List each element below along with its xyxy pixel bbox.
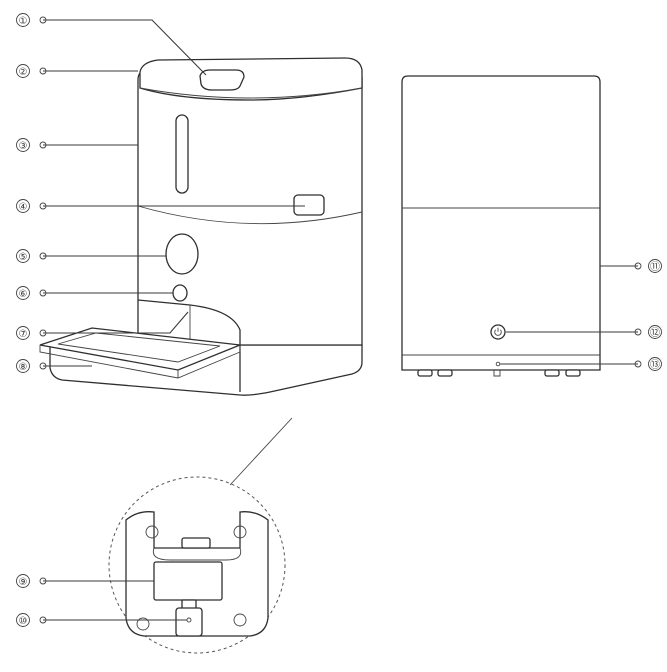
side-latch xyxy=(293,194,325,216)
callout-3: ③ xyxy=(16,138,47,152)
leader-lines xyxy=(43,19,638,621)
rear-body xyxy=(401,75,601,371)
callout-5: ⑤ xyxy=(16,249,47,263)
callout-1-label: ① xyxy=(19,16,28,27)
callout-6: ⑥ xyxy=(16,286,47,300)
callout-10: ⑩ xyxy=(16,613,47,627)
callout-5-label: ⑤ xyxy=(19,252,28,263)
callout-8: ⑧ xyxy=(16,359,47,373)
bottom-view-detail xyxy=(108,417,293,654)
callout-9-label: ⑨ xyxy=(19,577,28,588)
callout-10-label: ⑩ xyxy=(19,616,28,627)
callout-9: ⑨ xyxy=(16,574,47,588)
callout-3-label: ③ xyxy=(19,141,28,152)
callout-7: ⑦ xyxy=(16,326,47,340)
power-button xyxy=(490,324,506,340)
callout-7-label: ⑦ xyxy=(19,329,28,340)
camera-lens xyxy=(165,233,199,275)
sensor xyxy=(172,284,188,302)
reset-hole xyxy=(495,361,501,367)
callout-13-label: ⑬ xyxy=(650,359,660,371)
callout-4: ④ xyxy=(16,199,47,213)
callout-4-label: ④ xyxy=(19,202,28,213)
callout-6-label: ⑥ xyxy=(19,289,28,300)
callout-13: ⑬ xyxy=(634,357,662,371)
callout-2: ② xyxy=(16,64,47,78)
callout-8-label: ⑧ xyxy=(19,362,28,373)
front-view-feeder xyxy=(39,57,363,396)
callout-12: ⑫ xyxy=(634,325,662,339)
callout-11: ⑪ xyxy=(634,259,662,273)
food-level-window xyxy=(175,114,189,194)
callout-2-label: ② xyxy=(19,67,28,78)
top-button xyxy=(199,69,245,91)
battery-compartment xyxy=(153,561,223,601)
zoom-circle xyxy=(108,476,286,654)
callout-11-label: ⑪ xyxy=(650,261,660,273)
top-lid xyxy=(139,57,363,101)
rear-view-feeder xyxy=(401,75,601,377)
power-icon xyxy=(494,327,502,336)
callout-12-label: ⑫ xyxy=(650,327,660,339)
callout-1: ① xyxy=(16,13,47,27)
